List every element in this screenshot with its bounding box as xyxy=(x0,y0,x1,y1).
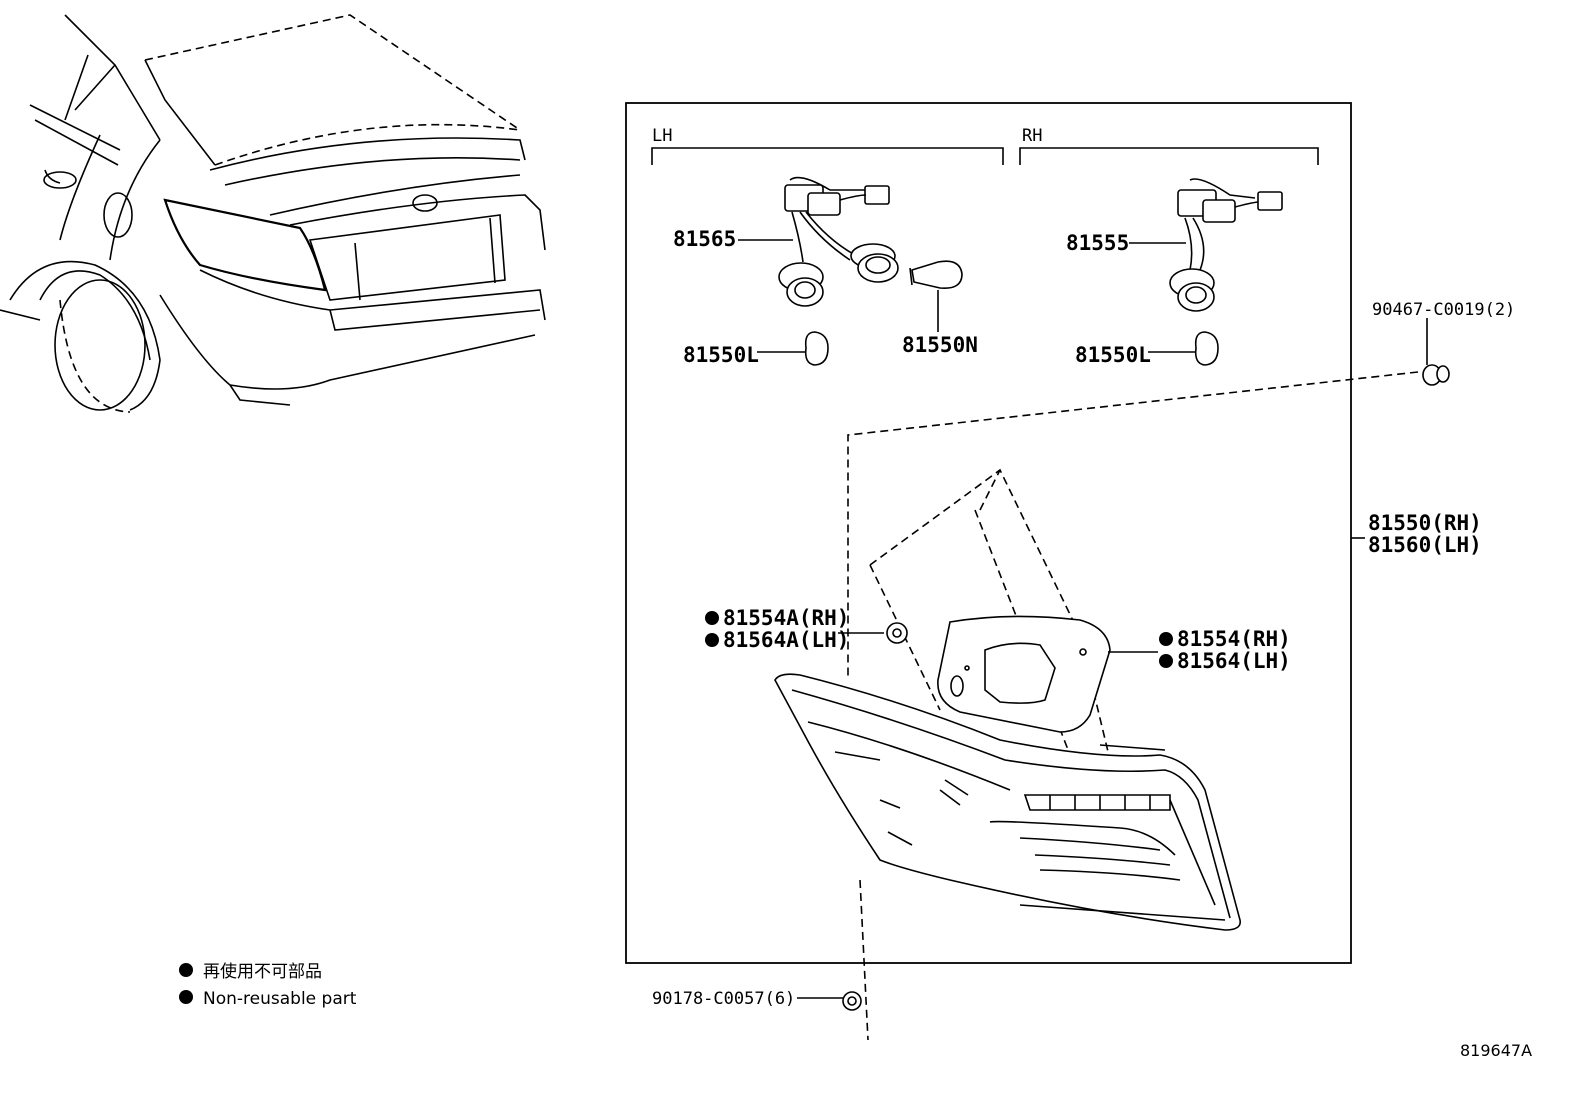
label-81550L-rh: 81550L xyxy=(1075,343,1151,367)
lh-bracket xyxy=(651,147,1004,165)
socket-wire-rh-drawing xyxy=(1169,178,1283,312)
rh-bracket xyxy=(1019,147,1319,165)
rh-label: RH xyxy=(1022,126,1042,146)
label-81555: 81555 xyxy=(1066,231,1129,255)
label-81560-lh: 81560(LH) xyxy=(1368,533,1482,557)
assembly-frame xyxy=(625,102,1352,964)
grommet-81554A-drawing xyxy=(886,622,908,644)
bulb-81550L-lh-drawing xyxy=(804,331,829,366)
tail-lamp-assembly-drawing xyxy=(774,468,1242,931)
non-reusable-bullet-81554 xyxy=(1159,632,1173,646)
label-81550N: 81550N xyxy=(902,333,978,357)
clip-90467-drawing xyxy=(1422,364,1450,386)
lh-label: LH xyxy=(652,126,672,146)
label-81550L-lh: 81550L xyxy=(683,343,759,367)
label-81565: 81565 xyxy=(673,227,736,251)
legend-bullet-en xyxy=(179,990,193,1004)
label-81564A-lh: 81564A(LH) xyxy=(723,628,849,652)
diagram-reference-number: 819647A xyxy=(1460,1041,1532,1060)
legend-bullet-jp xyxy=(179,963,193,977)
non-reusable-bullet-81554A xyxy=(705,611,719,625)
vehicle-rear-illustration xyxy=(0,14,546,413)
label-81554-rh: 81554(RH) xyxy=(1177,627,1291,651)
nut-90178-drawing xyxy=(842,991,862,1011)
socket-wire-lh-drawing xyxy=(778,176,963,307)
label-81564-lh: 81564(LH) xyxy=(1177,649,1291,673)
label-81550-rh: 81550(RH) xyxy=(1368,511,1482,535)
label-90178: 90178-C0057(6) xyxy=(652,989,795,1009)
legend-japanese: 再使用不可部品 xyxy=(203,961,322,982)
legend-english: Non-reusable part xyxy=(203,989,357,1009)
bulb-81550L-rh-drawing xyxy=(1194,331,1219,366)
non-reusable-bullet-81564A xyxy=(705,633,719,647)
label-81554A-rh: 81554A(RH) xyxy=(723,606,849,630)
label-90467: 90467-C0019(2) xyxy=(1372,300,1515,320)
non-reusable-bullet-81564 xyxy=(1159,654,1173,668)
